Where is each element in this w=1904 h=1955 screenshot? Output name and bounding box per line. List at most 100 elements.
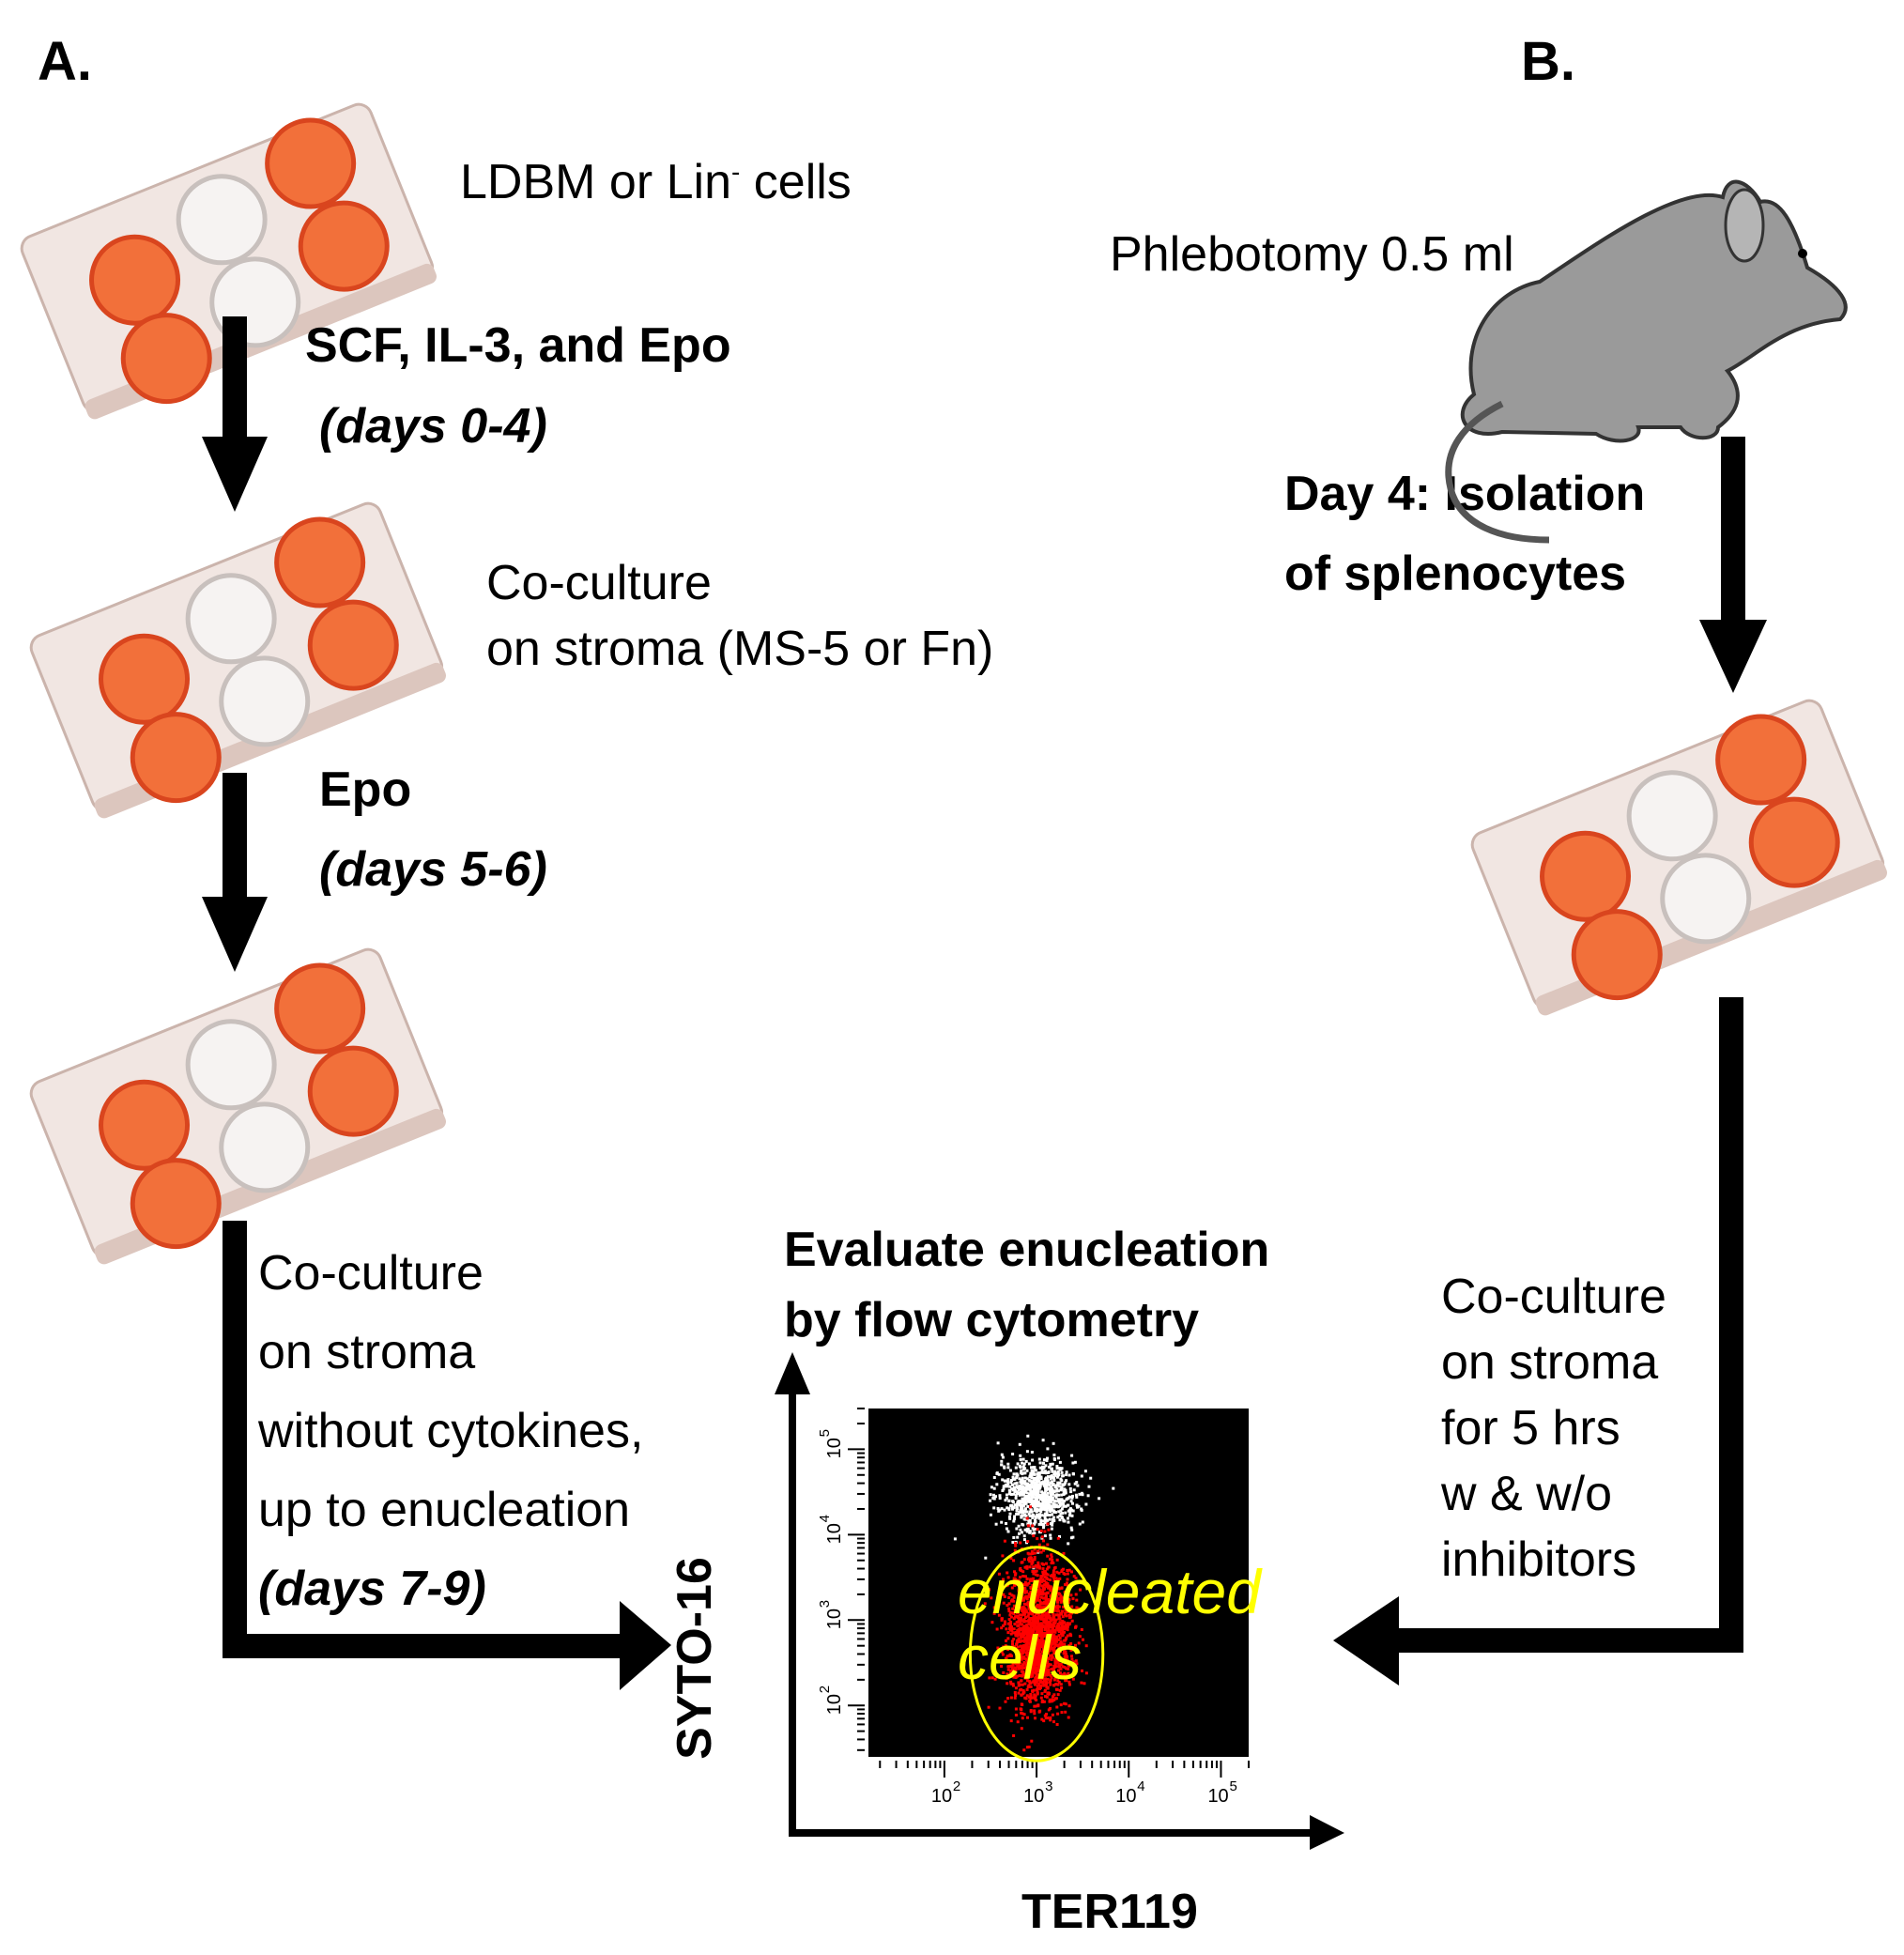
event-enucleated [1033, 1551, 1036, 1555]
event-enucleated [1058, 1593, 1062, 1596]
event-enucleated [988, 1676, 991, 1680]
event-nucleated [1024, 1487, 1028, 1491]
event-nucleated [1037, 1516, 1041, 1520]
event-enucleated [1066, 1572, 1069, 1576]
event-enucleated [1021, 1609, 1024, 1612]
x-tick-exp: 5 [1229, 1778, 1236, 1794]
event-enucleated [1043, 1640, 1047, 1644]
event-enucleated [1054, 1637, 1058, 1640]
event-enucleated [1046, 1677, 1050, 1681]
event-nucleated [1055, 1500, 1059, 1503]
event-enucleated [1071, 1677, 1075, 1681]
start-cells-label: LDBM or Lin- cells [460, 158, 852, 207]
event-enucleated [1041, 1585, 1045, 1589]
event-enucleated [1049, 1643, 1052, 1647]
event-enucleated [1070, 1655, 1073, 1658]
event-enucleated [1065, 1614, 1068, 1618]
event-enucleated [1020, 1679, 1023, 1683]
event-enucleated [1036, 1605, 1039, 1609]
event-enucleated [1011, 1631, 1015, 1635]
event-enucleated [1050, 1700, 1053, 1703]
event-enucleated [1044, 1624, 1048, 1628]
event-enucleated [1056, 1638, 1060, 1641]
event-nucleated [1060, 1467, 1064, 1470]
event-enucleated [1013, 1696, 1017, 1700]
event-nucleated [996, 1441, 1000, 1445]
event-enucleated [1019, 1541, 1022, 1545]
event-enucleated [1036, 1667, 1040, 1670]
event-enucleated [1038, 1581, 1042, 1585]
event-enucleated [1036, 1609, 1039, 1612]
event-enucleated [1029, 1710, 1033, 1714]
event-enucleated [1022, 1666, 1026, 1670]
event-enucleated [1047, 1565, 1051, 1569]
event-enucleated [1040, 1692, 1044, 1696]
event-nucleated [1062, 1504, 1066, 1508]
event-nucleated [1019, 1465, 1022, 1469]
event-enucleated [1058, 1577, 1062, 1580]
event-enucleated [1048, 1621, 1051, 1624]
step4-line: up to enucleation [258, 1483, 631, 1537]
event-enucleated [1054, 1649, 1057, 1653]
event-enucleated [1057, 1571, 1061, 1575]
event-enucleated [1050, 1668, 1053, 1671]
event-nucleated [1000, 1520, 1004, 1524]
event-nucleated [1006, 1482, 1010, 1485]
event-enucleated [1005, 1627, 1008, 1631]
event-enucleated [1036, 1549, 1039, 1553]
event-nucleated [1064, 1481, 1067, 1485]
event-enucleated [1014, 1544, 1018, 1547]
event-enucleated [1052, 1587, 1055, 1591]
event-enucleated [1034, 1573, 1037, 1577]
event-nucleated [1050, 1522, 1052, 1526]
arrow-step2 [202, 773, 268, 972]
event-enucleated [1046, 1591, 1050, 1594]
event-nucleated [1049, 1489, 1052, 1492]
event-enucleated [1029, 1578, 1033, 1581]
event-nucleated [1015, 1481, 1019, 1485]
event-enucleated [1020, 1635, 1022, 1639]
event-nucleated [989, 1513, 992, 1516]
event-nucleated [1016, 1473, 1020, 1477]
event-nucleated [1042, 1470, 1046, 1474]
well-with-medium [307, 1045, 399, 1137]
event-enucleated [1037, 1589, 1040, 1593]
event-enucleated [1052, 1698, 1056, 1701]
event-enucleated [1074, 1577, 1078, 1580]
event-nucleated [1021, 1504, 1024, 1508]
event-nucleated [1011, 1541, 1015, 1544]
event-enucleated [1044, 1611, 1048, 1615]
event-nucleated [1059, 1512, 1063, 1516]
event-enucleated [1014, 1633, 1018, 1637]
event-enucleated [1051, 1625, 1053, 1629]
event-enucleated [1018, 1651, 1021, 1655]
event-nucleated [1010, 1479, 1013, 1482]
event-enucleated [1026, 1540, 1030, 1543]
event-enucleated [1053, 1665, 1057, 1669]
event-enucleated [1025, 1565, 1029, 1568]
event-enucleated [1052, 1579, 1056, 1583]
event-enucleated [1028, 1649, 1032, 1653]
event-nucleated [1042, 1501, 1046, 1504]
event-enucleated [1016, 1611, 1019, 1614]
event-enucleated [1028, 1618, 1032, 1622]
event-enucleated [1067, 1716, 1070, 1719]
event-nucleated [1032, 1485, 1036, 1488]
event-nucleated [1074, 1493, 1078, 1497]
step4-days: (days 7-9) [258, 1562, 486, 1616]
empty-well [176, 174, 268, 266]
event-nucleated [1080, 1474, 1083, 1478]
event-enucleated [1032, 1630, 1035, 1634]
event-nucleated [1031, 1494, 1035, 1498]
event-nucleated [1007, 1507, 1011, 1511]
event-enucleated [1037, 1710, 1041, 1714]
event-nucleated [1068, 1511, 1072, 1515]
event-nucleated [1044, 1501, 1048, 1505]
event-nucleated [1039, 1497, 1043, 1500]
event-nucleated [1037, 1531, 1041, 1534]
event-nucleated [1021, 1465, 1025, 1469]
event-enucleated [1026, 1686, 1030, 1688]
event-enucleated [1029, 1697, 1033, 1701]
event-enucleated [1056, 1609, 1060, 1613]
event-enucleated [1040, 1669, 1044, 1672]
